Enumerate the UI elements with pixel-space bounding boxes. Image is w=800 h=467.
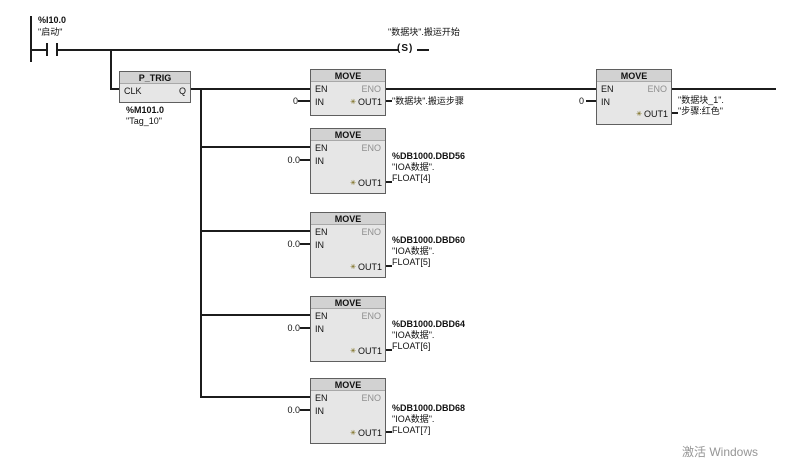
wire [300, 159, 310, 161]
pin-q: Q [178, 86, 186, 96]
move-block[interactable]: MOVE EN ENO IN ✳OUT1 [310, 378, 386, 444]
wire [417, 49, 429, 51]
wire [200, 146, 310, 148]
contact-bar [46, 43, 48, 56]
wire [300, 327, 310, 329]
pin-out1: ✳OUT1 [350, 346, 382, 356]
pin-en: EN [315, 143, 328, 153]
move-block[interactable]: MOVE EN ENO IN ✳OUT1 [596, 69, 672, 125]
pin-en: EN [315, 84, 328, 94]
pin-eno: ENO [647, 84, 667, 94]
move-block[interactable]: MOVE EN ENO IN ✳OUT1 [310, 212, 386, 278]
wire [386, 88, 596, 90]
add-output-icon[interactable]: ✳ [350, 99, 356, 106]
pin-eno: ENO [361, 143, 381, 153]
block-title: MOVE [311, 297, 385, 309]
pin-in: IN [315, 97, 324, 107]
operand-label[interactable]: %DB1000.DBD68 "IOA数据". FLOAT[7] [392, 403, 466, 435]
ptrig-tag[interactable]: "Tag_10" [126, 116, 162, 126]
pin-in: IN [315, 324, 324, 334]
operand-label[interactable]: %DB1000.DBD56 "IOA数据". FLOAT[4] [392, 151, 466, 183]
in-value[interactable]: 0.0 [287, 239, 300, 249]
power-rail [30, 16, 32, 62]
pin-in: IN [315, 240, 324, 250]
pin-en: EN [601, 84, 614, 94]
wire [298, 100, 310, 102]
in-value[interactable]: 0.0 [287, 323, 300, 333]
pin-out1: ✳OUT1 [636, 109, 668, 119]
move-block[interactable]: MOVE EN ENO IN ✳OUT1 [310, 69, 386, 116]
activate-windows-watermark: 激活 Windows [682, 445, 759, 459]
pin-en: EN [315, 311, 328, 321]
wire [200, 396, 310, 398]
contact-address[interactable]: %I10.0 [38, 15, 67, 25]
wire [386, 181, 392, 183]
wire [30, 49, 46, 51]
move-block[interactable]: MOVE EN ENO IN ✳OUT1 [310, 296, 386, 362]
pin-eno: ENO [361, 393, 381, 403]
block-title: MOVE [311, 379, 385, 391]
wire [110, 49, 112, 90]
wire [300, 243, 310, 245]
in-value[interactable]: 0 [292, 96, 298, 106]
in-value[interactable]: 0.0 [287, 155, 300, 165]
pin-out1: ✳OUT1 [350, 428, 382, 438]
set-coil[interactable]: (S) [397, 43, 414, 54]
wire [586, 100, 596, 102]
pin-en: EN [315, 393, 328, 403]
wire [58, 49, 399, 51]
add-output-icon[interactable]: ✳ [350, 180, 356, 187]
wire [200, 314, 310, 316]
pin-in: IN [601, 97, 610, 107]
add-output-icon[interactable]: ✳ [350, 430, 356, 437]
wire [110, 88, 119, 90]
block-title: P_TRIG [120, 72, 190, 84]
move-block[interactable]: MOVE EN ENO IN ✳OUT1 [310, 128, 386, 194]
block-title: MOVE [311, 70, 385, 82]
contact-tag[interactable]: "启动" [38, 27, 63, 37]
pin-out1: ✳OUT1 [350, 178, 382, 188]
add-output-icon[interactable]: ✳ [350, 264, 356, 271]
operand-label[interactable]: "数据块".搬运步骤 [392, 96, 464, 106]
wire [672, 112, 678, 114]
pin-en: EN [315, 227, 328, 237]
pin-out1: ✳OUT1 [350, 97, 382, 107]
in-value[interactable]: 0 [578, 96, 584, 106]
wire [200, 88, 202, 398]
pin-in: IN [315, 406, 324, 416]
wire [191, 88, 310, 90]
p-trig-block[interactable]: P_TRIG CLK Q [119, 71, 191, 103]
pin-in: IN [315, 156, 324, 166]
wire [386, 100, 392, 102]
wire [200, 230, 310, 232]
wire [386, 265, 392, 267]
coil-operand[interactable]: "数据块".搬运开始 [388, 27, 460, 37]
operand-label[interactable]: %DB1000.DBD64 "IOA数据". FLOAT[6] [392, 319, 466, 351]
pin-eno: ENO [361, 84, 381, 94]
wire [386, 349, 392, 351]
wire [672, 88, 776, 90]
add-output-icon[interactable]: ✳ [636, 111, 642, 118]
ptrig-address[interactable]: %M101.0 [126, 105, 165, 115]
block-title: MOVE [311, 213, 385, 225]
in-value[interactable]: 0.0 [287, 405, 300, 415]
operand-label[interactable]: %DB1000.DBD60 "IOA数据". FLOAT[5] [392, 235, 466, 267]
add-output-icon[interactable]: ✳ [350, 348, 356, 355]
contact-bar [56, 43, 58, 56]
block-title: MOVE [597, 70, 671, 82]
wire [386, 431, 392, 433]
pin-clk: CLK [124, 86, 142, 96]
block-title: MOVE [311, 129, 385, 141]
operand-label[interactable]: "数据块_1". "步骤:红色" [678, 95, 724, 116]
pin-eno: ENO [361, 311, 381, 321]
pin-out1: ✳OUT1 [350, 262, 382, 272]
pin-eno: ENO [361, 227, 381, 237]
wire [300, 409, 310, 411]
